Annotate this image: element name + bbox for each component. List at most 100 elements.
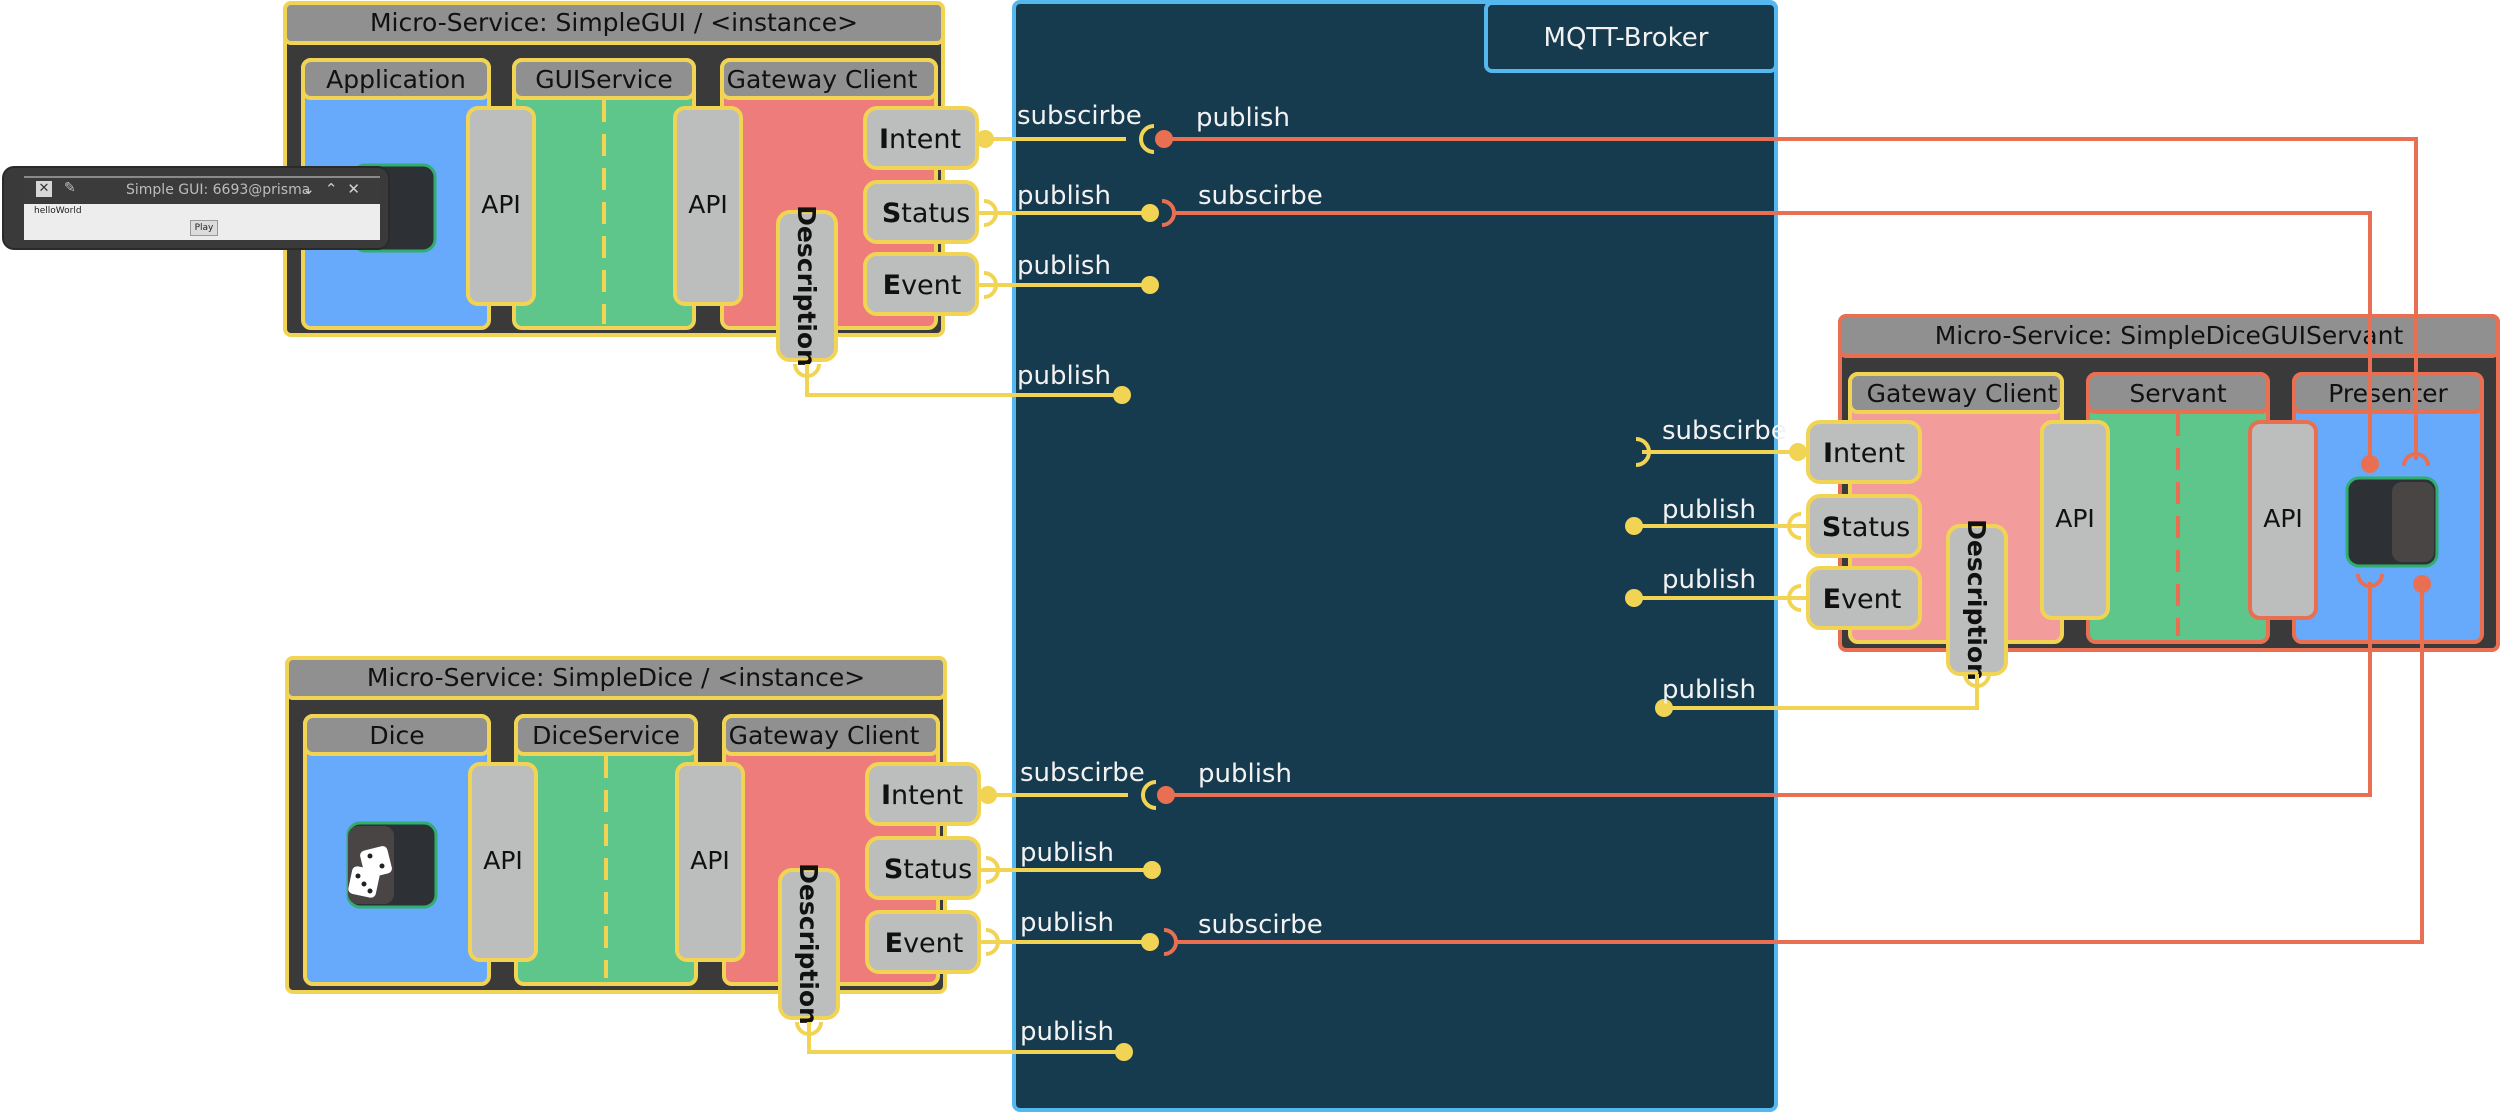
servant-header bbox=[2086, 372, 2270, 414]
connector-line bbox=[1174, 586, 2424, 944]
socket-icon bbox=[985, 856, 1000, 884]
broker-body bbox=[1012, 0, 1778, 1112]
gateway-header bbox=[1848, 372, 2064, 414]
mqtt-broker: MQTT-Broker bbox=[1012, 0, 1778, 1112]
event-port-label: Event bbox=[1823, 584, 1902, 615]
plug-dot bbox=[1157, 786, 1175, 804]
api-block bbox=[468, 762, 538, 962]
simple-gui-window: ✕ ✎ Simple GUI: 6693@prisma ⌄⌃✕ helloWor… bbox=[4, 168, 388, 248]
api-block bbox=[675, 762, 745, 962]
description-label: Description bbox=[792, 205, 821, 367]
subscribe-label: subscirbe bbox=[1662, 416, 1787, 446]
pin-icon[interactable]: ✎ bbox=[64, 180, 76, 196]
description-label: Description bbox=[1962, 519, 1991, 681]
subscribe-label: subscirbe bbox=[1017, 101, 1142, 131]
service-dice-gui-servant: Micro-Service: SimpleDiceGUIServant Gate… bbox=[1806, 314, 2500, 681]
dice-icon bbox=[346, 821, 438, 909]
description-port bbox=[776, 210, 838, 362]
presenter-header bbox=[2292, 372, 2484, 414]
publish-label: publish bbox=[1017, 361, 1111, 391]
minimize-icon[interactable]: ⌄ bbox=[302, 180, 325, 198]
service-simple-dice: Micro-Service: SimpleDice / <instance> D… bbox=[285, 656, 981, 1025]
application-label: Application bbox=[326, 65, 466, 94]
gui-service-label: GUIService bbox=[535, 65, 672, 94]
socket-icon bbox=[1963, 673, 1991, 688]
api-label: API bbox=[688, 190, 728, 219]
window-titlebar: ✕ ✎ Simple GUI: 6693@prisma ⌄⌃✕ bbox=[24, 176, 380, 204]
connector-line bbox=[1172, 211, 2372, 462]
orange-endpoints bbox=[1155, 130, 2431, 804]
socket-icon bbox=[1787, 512, 1802, 540]
publish-label: publish bbox=[1020, 838, 1114, 868]
orange-connections bbox=[1161, 137, 2430, 956]
socket-icon bbox=[1635, 437, 1651, 467]
socket-icon bbox=[1787, 584, 1802, 612]
intent-port-label: Intent bbox=[881, 780, 963, 811]
plug-dot bbox=[1141, 204, 1159, 222]
presenter-toggle-icon bbox=[2345, 476, 2439, 568]
service-title: Micro-Service: SimpleDiceGUIServant bbox=[1935, 321, 2404, 350]
publish-label: publish bbox=[1020, 1017, 1114, 1047]
socket-icon bbox=[983, 271, 998, 299]
gateway-header bbox=[720, 58, 938, 100]
connector-line bbox=[1162, 137, 2418, 460]
dice-label: Dice bbox=[369, 721, 424, 750]
plug-dot bbox=[1115, 1043, 1133, 1061]
socket-icon bbox=[793, 363, 821, 378]
socket-icon bbox=[985, 928, 1000, 956]
api-label: API bbox=[483, 846, 523, 875]
maximize-icon[interactable]: ⌃ bbox=[324, 180, 348, 198]
status-port-label: Status bbox=[882, 198, 970, 229]
yellow-endpoints bbox=[976, 130, 1807, 1061]
plug-dot bbox=[1625, 589, 1643, 607]
service-title: Micro-Service: SimpleGUI / <instance> bbox=[370, 8, 858, 37]
window-text: helloWorld bbox=[34, 206, 82, 216]
socket-icon bbox=[795, 1021, 823, 1036]
plug-dot bbox=[976, 130, 994, 148]
description-label: Description bbox=[794, 863, 823, 1025]
service-title-bar bbox=[285, 656, 947, 700]
service-title-bar bbox=[283, 1, 945, 45]
socket-icon bbox=[1161, 199, 1176, 227]
api-block bbox=[2248, 420, 2318, 620]
plug-dot bbox=[2413, 575, 2431, 593]
plug-dot bbox=[1655, 699, 1673, 717]
close-icon[interactable]: ✕ bbox=[347, 180, 370, 198]
publish-label: publish bbox=[1662, 675, 1756, 705]
service-title: Micro-Service: SimpleDice / <instance> bbox=[367, 663, 865, 692]
api-block bbox=[466, 106, 536, 306]
socket-icon bbox=[2402, 452, 2430, 467]
socket-icon bbox=[1139, 124, 1155, 154]
plug-dot bbox=[1113, 386, 1131, 404]
publish-label: publish bbox=[1017, 251, 1111, 281]
plug-dot bbox=[1625, 517, 1643, 535]
service-title-bar bbox=[1838, 314, 2500, 358]
dice-service-header bbox=[514, 714, 698, 756]
plug-dot bbox=[1155, 130, 1173, 148]
api-label: API bbox=[690, 846, 730, 875]
socket-icon bbox=[2356, 573, 2384, 588]
connector-line bbox=[1168, 582, 2372, 797]
yellow-connections bbox=[793, 124, 1991, 1054]
window-content: helloWorld Play bbox=[24, 204, 380, 240]
x-logo-icon: ✕ bbox=[36, 181, 52, 197]
plug-dot bbox=[1789, 443, 1807, 461]
play-button[interactable]: Play bbox=[190, 220, 218, 236]
plug-dot bbox=[1141, 933, 1159, 951]
event-port-label: Event bbox=[883, 270, 962, 301]
plug-dot bbox=[979, 786, 997, 804]
api-label: API bbox=[2055, 504, 2095, 533]
plug-dot bbox=[1143, 861, 1161, 879]
dice-service-label: DiceService bbox=[532, 721, 680, 750]
gateway-header bbox=[722, 714, 940, 756]
connection-labels: subscirbe publish publish subscirbe publ… bbox=[1017, 101, 1787, 1047]
publish-label: publish bbox=[1020, 908, 1114, 938]
window-controls: ⌄⌃✕ bbox=[302, 180, 370, 198]
application-header bbox=[301, 58, 491, 100]
description-port bbox=[778, 868, 840, 1020]
event-port-label: Event bbox=[885, 928, 964, 959]
publish-label: publish bbox=[1198, 759, 1292, 789]
status-port-label: Status bbox=[1822, 512, 1910, 543]
subscribe-label: subscirbe bbox=[1198, 910, 1323, 940]
